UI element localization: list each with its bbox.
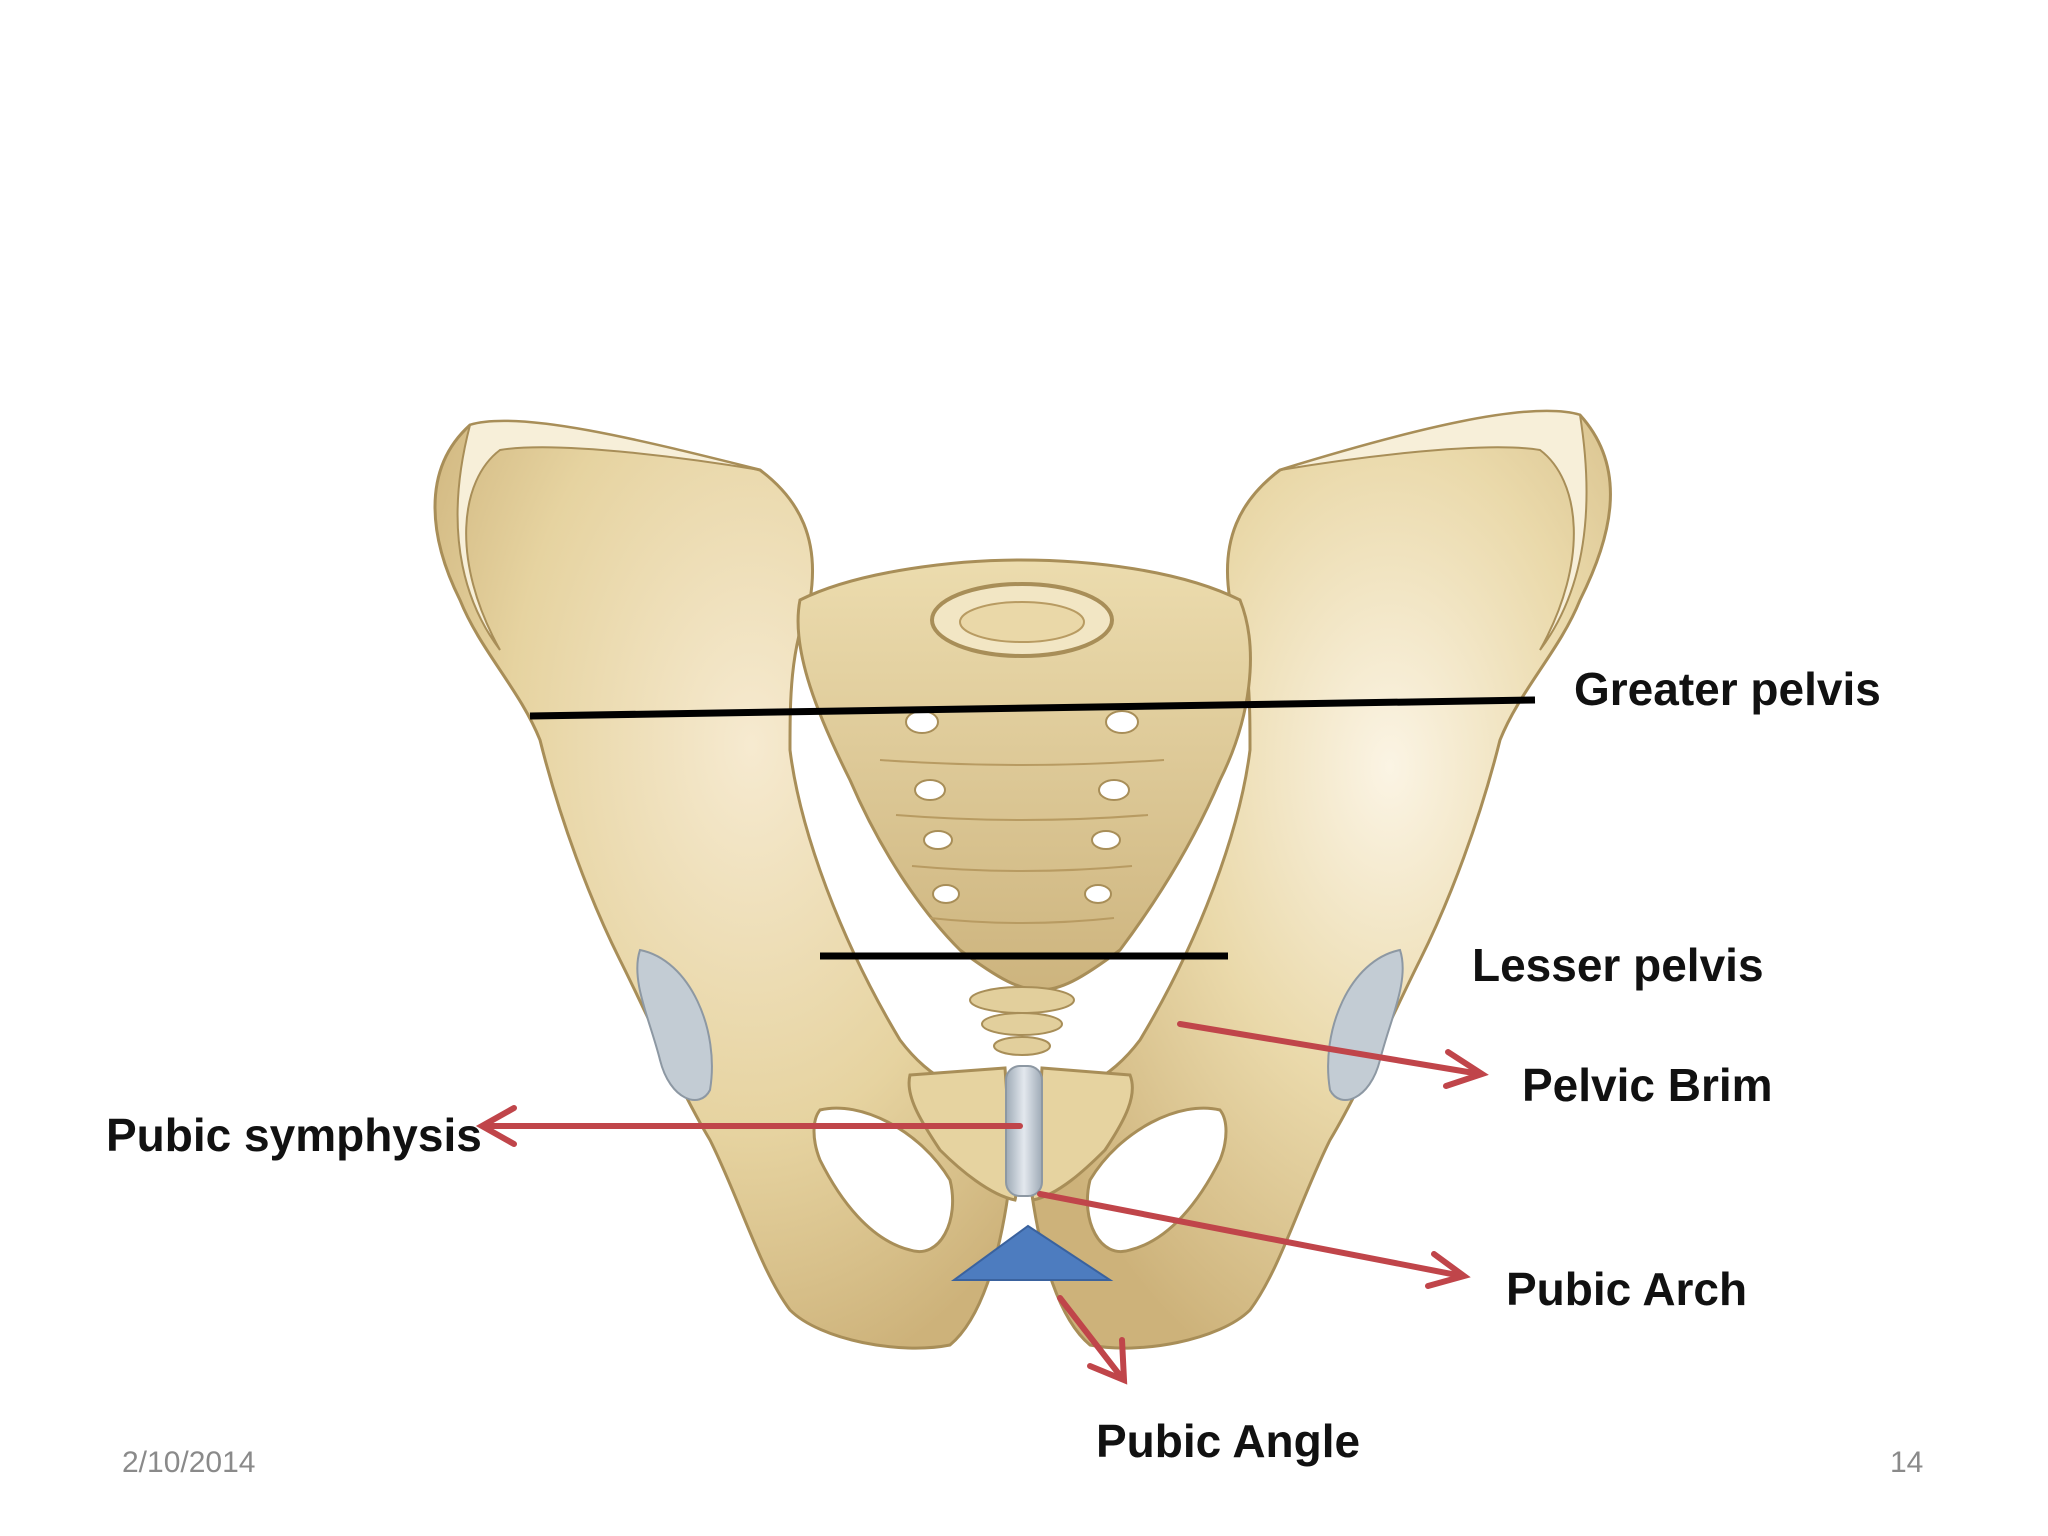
sacral-foramina: [905, 710, 1139, 904]
pubic-angle-label: Pubic Angle: [1096, 1415, 1361, 1467]
sacral-ridges: [879, 759, 1165, 924]
greater-pelvis-label: Greater pelvis: [1574, 663, 1881, 715]
pubic-symphysis-label: Pubic symphysis: [106, 1109, 482, 1161]
pubic-symphysis-arrow: [475, 1105, 1023, 1147]
coccyx: [969, 986, 1075, 1056]
lesser-pelvis-label: Lesser pelvis: [1472, 939, 1764, 991]
pelvic-brim-arrow: [1177, 1021, 1489, 1089]
pubic-angle-marker: [950, 1224, 1114, 1281]
greater-pelvis-line: [529, 696, 1536, 720]
left-iliac-crest: [456, 420, 761, 651]
left-obturator-foramen: [812, 1106, 955, 1254]
pubic-symphysis-disc: [1005, 1065, 1043, 1197]
left-acetabulum: [636, 948, 713, 1101]
right-iliac-crest: [1279, 410, 1588, 651]
sacrum: [796, 558, 1252, 992]
footer-page-number: 14: [1890, 1446, 1924, 1479]
right-obturator-foramen: [1085, 1106, 1228, 1254]
sacral-canal: [959, 601, 1085, 643]
footer-date: 2/10/2014: [122, 1446, 256, 1479]
pubic-arch-arrow: [1037, 1191, 1471, 1289]
pelvic-brim-label: Pelvic Brim: [1522, 1059, 1773, 1111]
pubic-angle-arrow: [1057, 1295, 1128, 1385]
right-acetabulum: [1327, 948, 1404, 1101]
pubic-arch-label: Pubic Arch: [1506, 1263, 1748, 1315]
